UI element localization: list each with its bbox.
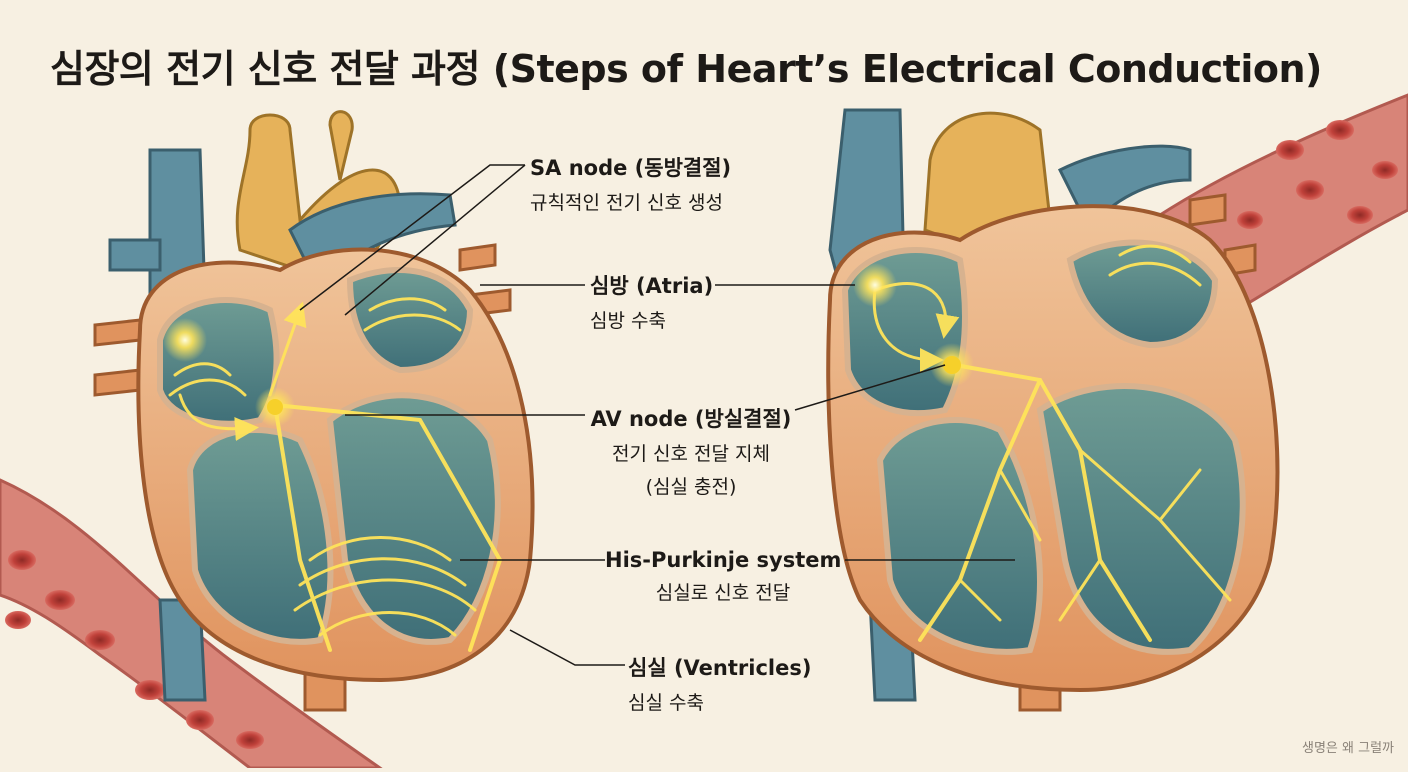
- label-sa-node: SA node (동방결절) 규칙적인 전기 신호 생성: [530, 152, 731, 215]
- label-atria: 심방 (Atria) 심방 수축: [590, 270, 713, 333]
- sa-node-glow-icon: [163, 318, 207, 362]
- label-his-purkinje: His-Purkinje system 심실로 신호 전달: [605, 548, 841, 605]
- label-sub: 심실 수축: [628, 692, 704, 714]
- label-av-node: AV node (방실결절) 전기 신호 전달 지체 (심실 충전): [586, 403, 796, 499]
- label-sub: 심방 수축: [590, 310, 666, 332]
- label-heading: AV node (방실결절): [590, 407, 792, 431]
- label-heading: SA node (동방결절): [530, 156, 732, 180]
- label-heading: 심방 (Atria): [590, 274, 714, 298]
- label-heading: His-Purkinje system: [605, 548, 842, 572]
- page-title: 심장의 전기 신호 전달 과정 (Steps of Heart’s Electr…: [50, 47, 1322, 91]
- sa-node-glow-icon: [853, 263, 897, 307]
- label-sub2: (심실 충전): [645, 476, 737, 498]
- label-heading: 심실 (Ventricles): [628, 656, 812, 680]
- label-ventricles: 심실 (Ventricles) 심실 수축: [628, 652, 811, 715]
- right-heart: [826, 108, 1280, 712]
- label-sub: 심실로 신호 전달: [655, 582, 791, 604]
- label-sub: 전기 신호 전달 지체: [612, 443, 770, 465]
- blood-vessel-left: [0, 478, 385, 770]
- credit-watermark: 생명은 왜 그럴까: [1302, 741, 1394, 756]
- leader-lines: [299, 164, 1015, 666]
- label-sub: 규칙적인 전기 신호 생성: [530, 192, 723, 214]
- left-heart: [93, 110, 535, 712]
